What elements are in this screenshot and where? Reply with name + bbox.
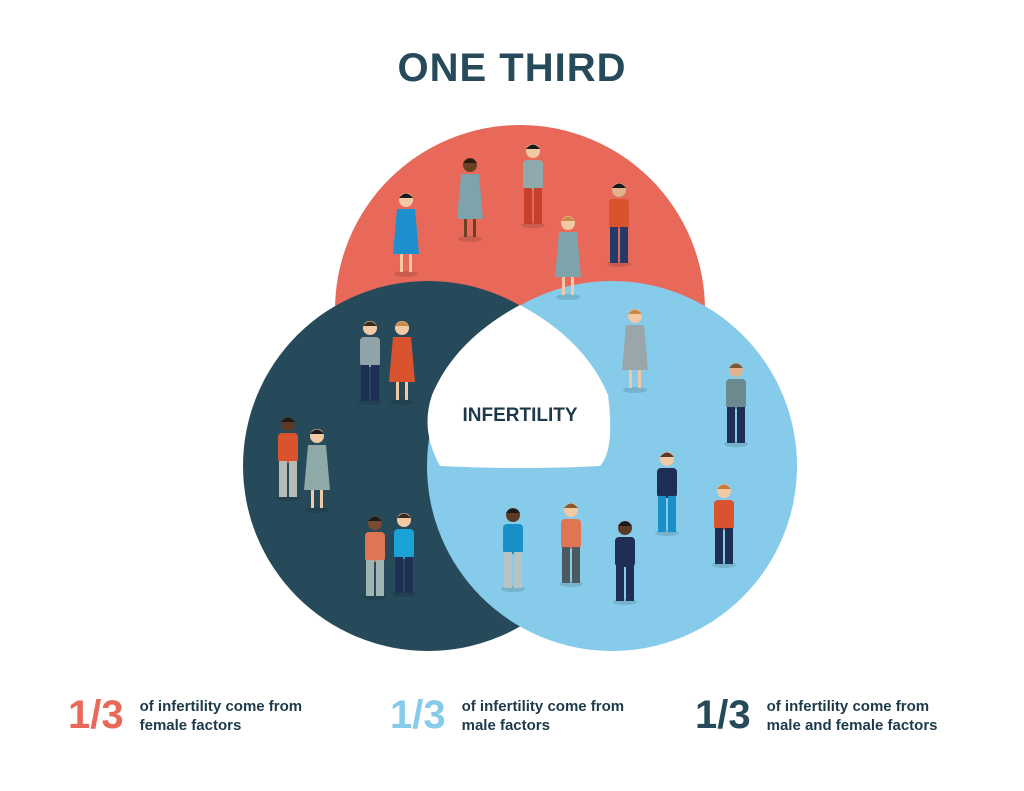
legend-female: 1/3 of infertility come from female fact… [68, 693, 302, 738]
legend-both-fraction: 1/3 [695, 693, 751, 737]
legend-male: 1/3 of infertility come from male factor… [390, 693, 624, 738]
person-figure [622, 309, 648, 393]
legend-male-line1: of infertility come from [461, 697, 625, 715]
person-figure [613, 521, 637, 605]
legend-female-fraction: 1/3 [68, 693, 124, 737]
person-figure [712, 484, 736, 568]
person-figure [363, 516, 387, 600]
person-figure [457, 158, 483, 242]
legend-both-line1: of infertility come from [766, 697, 930, 715]
person-figure [559, 503, 583, 587]
person-figure [655, 452, 679, 536]
person-figure [358, 321, 382, 405]
person-figure [276, 417, 300, 501]
page-title: ONE THIRD [397, 46, 627, 90]
legend-female-line2: female factors [139, 716, 242, 734]
person-figure [392, 513, 416, 597]
legend-male-fraction: 1/3 [390, 693, 446, 737]
person-figure [304, 429, 330, 513]
person-figure [389, 321, 415, 405]
person-figure [555, 216, 581, 300]
person-figure [607, 183, 631, 267]
legend-male-line2: male factors [461, 716, 550, 734]
infertility-center-region [427, 305, 611, 468]
legend-female-line1: of infertility come from [139, 697, 303, 715]
center-label: INFERTILITY [462, 405, 578, 426]
legend-both-line2: male and female factors [766, 716, 938, 734]
people-illustrations [276, 144, 748, 605]
person-figure [393, 193, 419, 277]
person-figure [724, 363, 748, 447]
person-figure [501, 508, 525, 592]
person-figure [521, 144, 545, 228]
legend-both: 1/3 of infertility come from male and fe… [695, 693, 938, 738]
